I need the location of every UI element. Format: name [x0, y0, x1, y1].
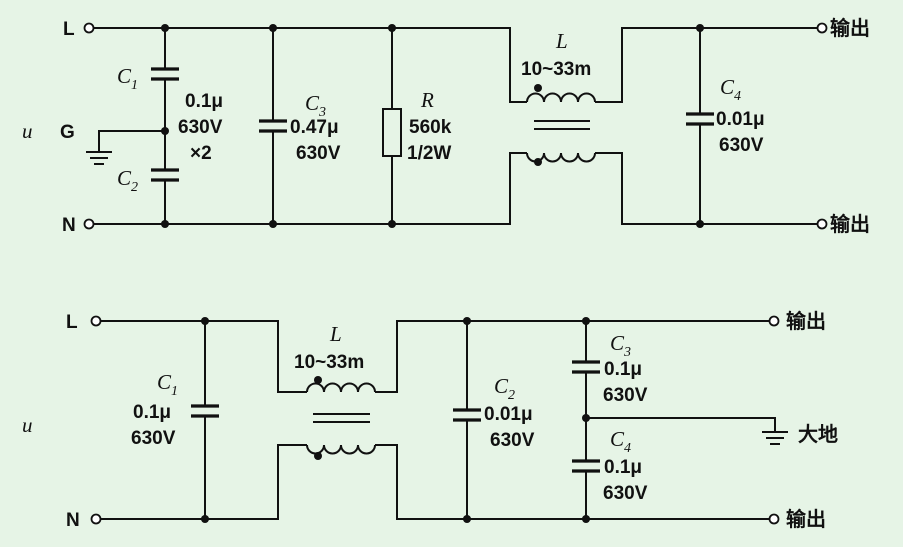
junction-dot	[388, 24, 396, 32]
top-r-power: 1/2W	[407, 143, 451, 164]
junction-dot	[696, 24, 704, 32]
bottom-choke-dot-1	[314, 376, 322, 384]
bottom-circuit: L N u C1 0.1μ 630V L 10~33m C2 0.01μ 630…	[22, 309, 838, 531]
bottom-choke-winding-2	[306, 444, 376, 455]
top-n-label: N	[62, 215, 76, 236]
bottom-c2-voltage: 630V	[490, 430, 535, 451]
bottom-l-terminal	[90, 315, 102, 327]
top-g-label: G	[60, 122, 75, 143]
junction-dot	[463, 515, 471, 523]
bottom-choke-dot-2	[314, 452, 322, 460]
bottom-c4-capacitor	[572, 459, 600, 473]
top-l-rail	[93, 27, 818, 103]
bottom-out-bottom-label: 输出	[786, 507, 826, 531]
top-out-top-terminal	[816, 22, 828, 34]
top-c12-count: ×2	[190, 143, 212, 164]
junction-dot	[582, 414, 590, 422]
top-l-terminal	[83, 22, 95, 34]
junction-dot	[269, 220, 277, 228]
junction-dot	[582, 317, 590, 325]
junction-dot	[696, 220, 704, 228]
top-n-rail	[93, 152, 818, 225]
bottom-n-terminal	[90, 513, 102, 525]
top-c1-label: C1	[117, 64, 138, 93]
top-c12-value: 0.1μ	[185, 91, 223, 112]
junction-dot	[388, 220, 396, 228]
bottom-c1-capacitor	[191, 404, 219, 418]
top-choke-value: 10~33m	[521, 59, 591, 80]
bottom-choke-value: 10~33m	[294, 352, 364, 373]
junction-dot	[582, 515, 590, 523]
bottom-c2-label: C2	[494, 374, 515, 403]
bottom-l-rail	[100, 320, 770, 393]
top-c3-capacitor	[259, 119, 287, 133]
top-c4-value: 0.01μ	[716, 109, 765, 130]
top-choke-dot-1	[534, 84, 542, 92]
bottom-c1-voltage: 630V	[131, 428, 176, 449]
top-u-label: u	[22, 119, 33, 143]
top-r-label: R	[420, 88, 434, 112]
top-circuit: L N G u C1 C2 0.1μ 630V ×2 C3 0.47μ 630V…	[22, 16, 870, 236]
top-ground-icon	[86, 151, 112, 165]
top-ground-wire	[98, 130, 165, 152]
junction-dot	[463, 317, 471, 325]
top-l-label: L	[63, 19, 75, 40]
bottom-l-label: L	[66, 312, 78, 333]
top-c3-voltage: 630V	[296, 143, 341, 164]
junction-dot	[161, 220, 169, 228]
bottom-out-top-label: 输出	[786, 309, 826, 333]
top-r-value: 560k	[409, 117, 452, 138]
bottom-c4-label: C4	[610, 427, 631, 456]
top-n-terminal	[83, 218, 95, 230]
top-choke-dot-2	[534, 158, 542, 166]
top-choke	[526, 84, 596, 166]
top-c3-label: C3	[305, 91, 326, 120]
bottom-c2-capacitor	[453, 408, 481, 422]
top-choke-winding-1	[526, 92, 596, 103]
junction-dot	[161, 127, 169, 135]
junction-dot	[201, 317, 209, 325]
bottom-choke-core	[313, 413, 370, 423]
top-c2-capacitor	[151, 168, 179, 182]
bottom-c3-value: 0.1μ	[604, 359, 642, 380]
bottom-ground-wire	[586, 417, 776, 432]
bottom-u-label: u	[22, 413, 33, 437]
bottom-c1-label: C1	[157, 370, 178, 399]
top-r-resistor	[382, 108, 402, 157]
top-out-bottom-terminal	[816, 218, 828, 230]
bottom-choke-label: L	[329, 322, 342, 346]
junction-dot	[161, 24, 169, 32]
top-c3-value: 0.47μ	[290, 117, 339, 138]
top-c4-capacitor	[686, 112, 714, 126]
bottom-c1-value: 0.1μ	[133, 402, 171, 423]
bottom-n-rail	[100, 444, 770, 520]
bottom-n-label: N	[66, 510, 80, 531]
bottom-ground-icon	[762, 431, 788, 445]
top-c4-voltage: 630V	[719, 135, 764, 156]
bottom-c3-voltage: 630V	[603, 385, 648, 406]
top-choke-label: L	[555, 29, 568, 53]
bottom-c4-value: 0.1μ	[604, 457, 642, 478]
bottom-c3-capacitor	[572, 360, 600, 374]
bottom-choke	[306, 376, 376, 460]
bottom-out-top-terminal	[768, 315, 780, 327]
bottom-c4-voltage: 630V	[603, 483, 648, 504]
junction-dot	[269, 24, 277, 32]
top-out-bottom-label: 输出	[830, 212, 870, 236]
top-choke-core	[534, 120, 590, 130]
junction-dot	[201, 515, 209, 523]
top-c2-label: C2	[117, 166, 138, 195]
bottom-c2-value: 0.01μ	[484, 404, 533, 425]
bottom-c3-label: C3	[610, 331, 631, 360]
top-c12-voltage: 630V	[178, 117, 223, 138]
top-c1-capacitor	[151, 67, 179, 81]
bottom-ground-label: 大地	[798, 422, 838, 446]
bottom-choke-winding-1	[306, 382, 376, 393]
top-c4-label: C4	[720, 75, 741, 104]
bottom-out-bottom-terminal	[768, 513, 780, 525]
top-out-top-label: 输出	[830, 16, 870, 40]
